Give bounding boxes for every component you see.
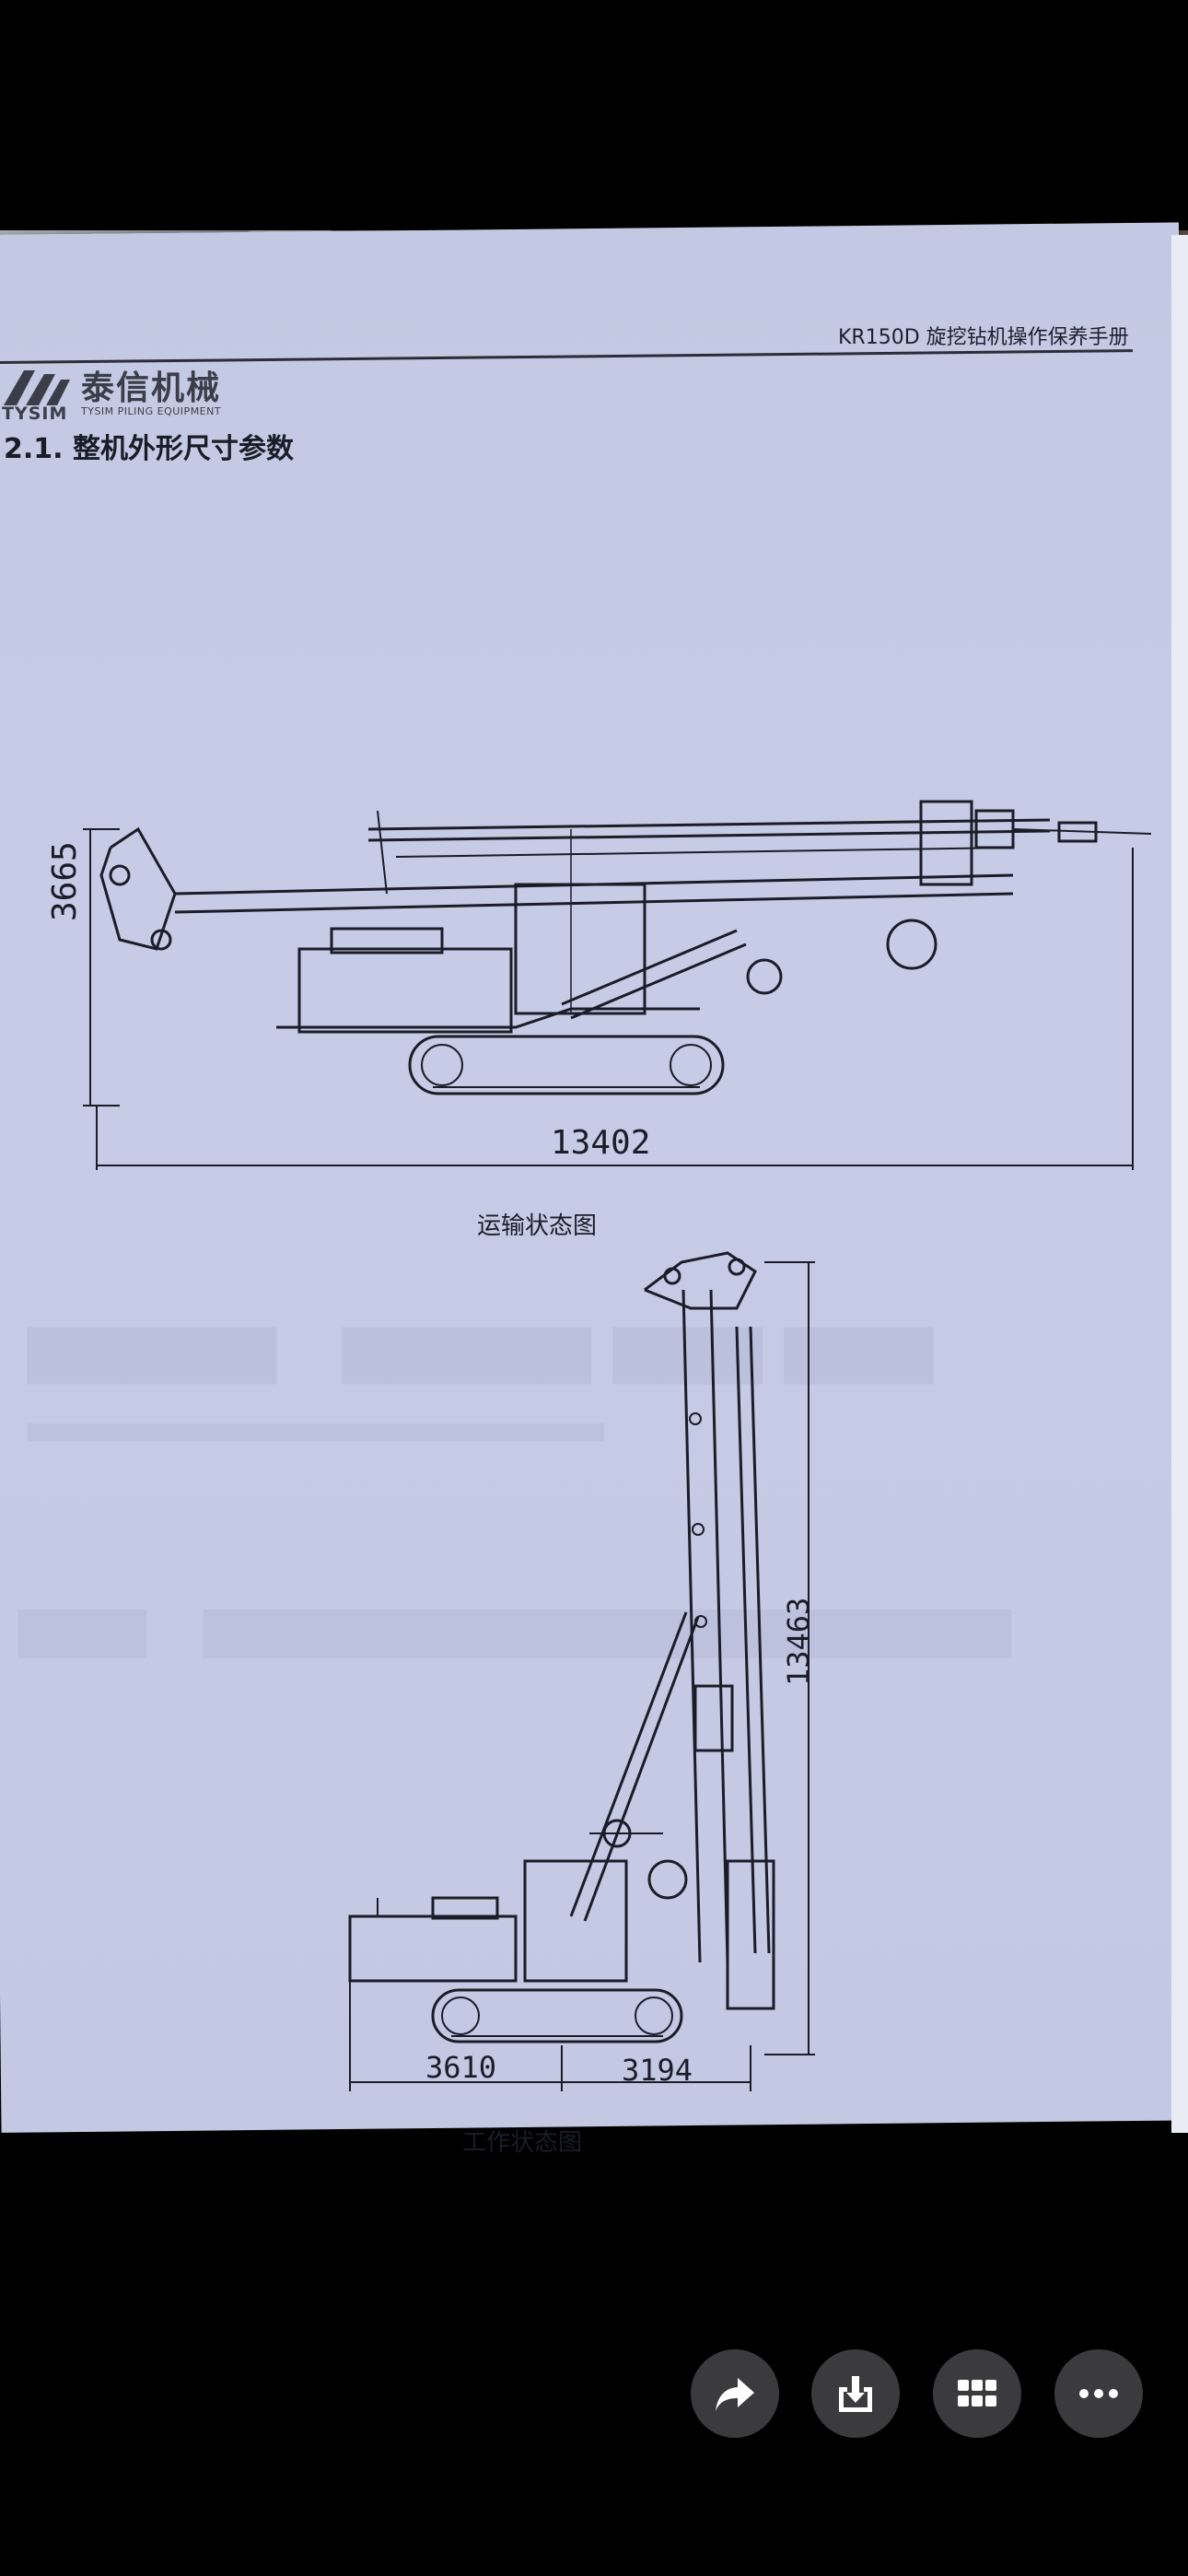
bleed-through-text: ▆▆▆▆▆ ▆▆▆▆▆ ▆▆▆ ▆▆▆ xyxy=(28,1308,934,1384)
work-drawing xyxy=(348,1251,815,2091)
logo-chinese-name: 泰信机械 xyxy=(81,369,222,407)
download-button[interactable] xyxy=(811,2349,900,2438)
download-icon xyxy=(839,2376,872,2412)
transport-caption: 运输状态图 xyxy=(477,1212,598,1240)
grid-button[interactable] xyxy=(933,2349,1021,2438)
manual-header-title: KR150D 旋挖钻机操作保养手册 xyxy=(838,326,1129,349)
next-page-edge xyxy=(1171,235,1188,2133)
grid-icon xyxy=(958,2380,996,2406)
bleed-through-text: ▆▆▆▆▆▆▆▆▆▆▆▆▆▆▆▆▆▆▆▆▆▆▆▆▆▆▆▆▆▆▆▆▆▆▆▆▆ xyxy=(28,1419,605,1442)
transport-drawing xyxy=(83,800,1152,1170)
transport-height-dimension: 3665 xyxy=(46,841,84,921)
bleed-through-text: ▆▆▆ ▆▆▆▆▆▆▆▆▆▆▆▆▆▆▆▆▆▆▆ xyxy=(18,1594,1011,1658)
logo-subtitle: TYSIM PILING EQUIPMENT xyxy=(81,405,222,417)
more-icon xyxy=(1079,2389,1118,2398)
more-button[interactable] xyxy=(1054,2349,1143,2438)
work-left-dimension: 3610 xyxy=(425,2050,497,2085)
logo-brand: TYSIM xyxy=(2,404,68,424)
share-button[interactable] xyxy=(691,2349,779,2438)
work-caption: 工作状态图 xyxy=(462,2129,583,2157)
transport-length-dimension: 13402 xyxy=(551,1124,651,1162)
work-right-dimension: 3194 xyxy=(622,2053,693,2088)
work-height-dimension: 13463 xyxy=(781,1597,816,1686)
share-icon xyxy=(716,2378,754,2411)
tysim-logo-icon xyxy=(4,370,70,405)
section-title: 2.1. 整机外形尺寸参数 xyxy=(4,433,294,465)
